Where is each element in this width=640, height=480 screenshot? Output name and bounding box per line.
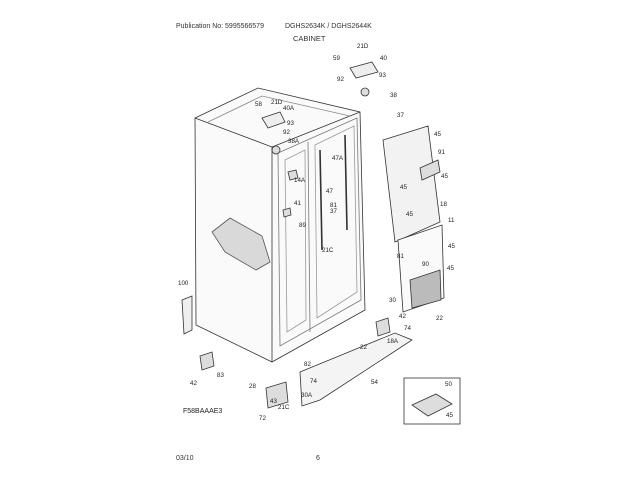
part-label: 18 bbox=[440, 201, 447, 208]
part-label: 11 bbox=[448, 217, 455, 224]
part-label: 47A bbox=[332, 155, 344, 162]
part-label: 93 bbox=[379, 72, 386, 79]
part-label: 72 bbox=[259, 415, 266, 422]
part-label: 45 bbox=[400, 184, 407, 191]
part-label: 47 bbox=[326, 188, 333, 195]
part-label: 50 bbox=[445, 381, 452, 388]
part-label: 30 bbox=[389, 297, 396, 304]
part-label: 22 bbox=[436, 315, 443, 322]
part-label: 91 bbox=[438, 149, 445, 156]
part-label: 37 bbox=[330, 208, 337, 215]
part-label: 82 bbox=[304, 361, 311, 368]
part-label: 30A bbox=[301, 392, 313, 399]
footer-page-number: 6 bbox=[316, 455, 320, 462]
cabinet-drawing bbox=[181, 61, 461, 425]
part-label: 59 bbox=[333, 55, 340, 62]
part-label: 42 bbox=[399, 313, 406, 320]
part-label: 38A bbox=[288, 138, 300, 145]
part-label: 43 bbox=[270, 398, 277, 405]
part-label: 58 bbox=[255, 101, 262, 108]
part-label: 45 bbox=[434, 131, 441, 138]
part-label: 21D bbox=[357, 43, 369, 50]
part-label: 81 bbox=[330, 202, 337, 209]
part-label: 45 bbox=[441, 173, 448, 180]
part-label: 21D bbox=[271, 99, 283, 106]
diagram-code: F58BAAAE3 bbox=[183, 408, 223, 415]
part-label: 89 bbox=[299, 222, 306, 229]
part-label: 42 bbox=[190, 380, 197, 387]
part-label: 90 bbox=[422, 261, 429, 268]
part-label: 45 bbox=[447, 265, 454, 272]
part-label: 40 bbox=[380, 55, 387, 62]
part-label: 41 bbox=[294, 200, 301, 207]
part-label: 100 bbox=[178, 280, 189, 287]
part-label: 83 bbox=[217, 372, 224, 379]
part-label: 93 bbox=[287, 120, 294, 127]
part-label: 74 bbox=[310, 378, 317, 385]
part-label: 74 bbox=[404, 325, 411, 332]
publication-number: Publication No: 5995566579 bbox=[176, 23, 264, 30]
part-label: 37 bbox=[397, 112, 404, 119]
part-label: 92 bbox=[283, 129, 290, 136]
part-label: 81 bbox=[397, 253, 404, 260]
model-numbers: DGHS2634K / DGHS2644K bbox=[285, 23, 372, 30]
part-label: 54 bbox=[371, 379, 378, 386]
part-label: 22 bbox=[360, 344, 367, 351]
section-title: CABINET bbox=[293, 34, 326, 43]
part-label: 14A bbox=[294, 177, 306, 184]
part-label: 21C bbox=[278, 404, 290, 411]
part-label: 21C bbox=[322, 247, 334, 254]
part-label: 38 bbox=[390, 92, 397, 99]
part-label: 28 bbox=[249, 383, 256, 390]
part-label: 18A bbox=[387, 338, 399, 345]
part-label: 92 bbox=[337, 76, 344, 83]
footer-date: 03/10 bbox=[176, 455, 194, 462]
part-label: 40A bbox=[283, 105, 295, 112]
part-label: 45 bbox=[446, 412, 453, 419]
part-label: 45 bbox=[406, 211, 413, 218]
part-label: 45 bbox=[448, 243, 455, 250]
